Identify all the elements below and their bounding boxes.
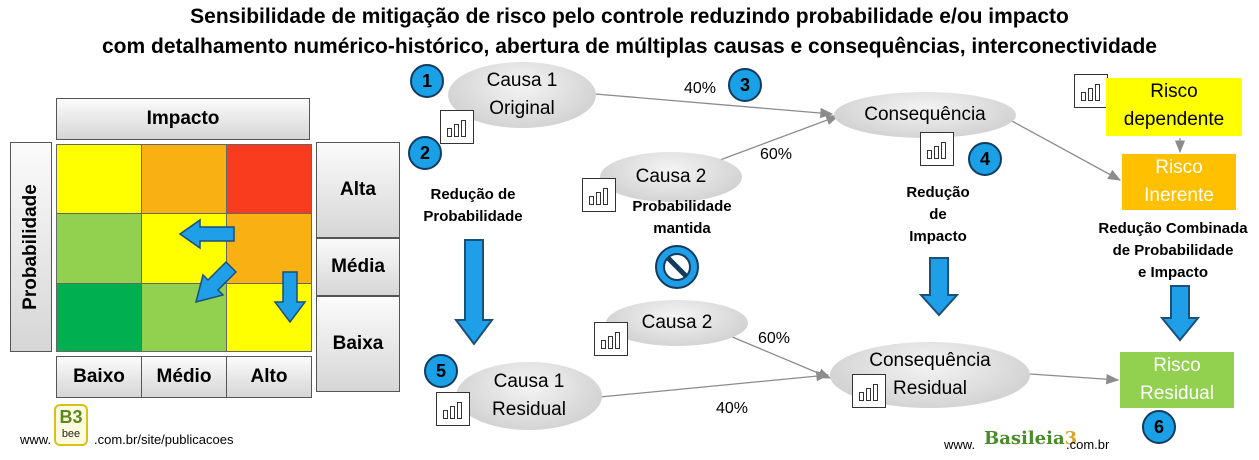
matrix-arrow-left xyxy=(178,218,235,250)
node-causa-1-original-line1: Causa 1 xyxy=(486,70,558,91)
step-badge-6: 6 xyxy=(1142,410,1176,444)
node-consequencia-residual-line1: Consequência xyxy=(869,350,991,371)
bar-chart-icon xyxy=(582,178,616,212)
risk-inerente-line1: Risco xyxy=(1155,157,1203,178)
arrow-reducao-impacto xyxy=(918,257,960,317)
label-probabilidade-mantida-line2: mantida xyxy=(653,220,711,237)
probability-level-media: Média xyxy=(316,238,400,296)
bar-chart-icon xyxy=(594,322,628,356)
bar-chart-icon xyxy=(1074,74,1108,108)
pct-bottom-causa-1: 40% xyxy=(716,400,749,417)
impact-level-baixo: Baixo xyxy=(56,356,142,398)
title-line-2: com detalhamento numérico-histórico, abe… xyxy=(102,35,1157,58)
connector-c1res-consres xyxy=(599,370,830,398)
risk-dependente-line1: Risco xyxy=(1150,81,1198,102)
label-reducao-combinada-line3: e Impacto xyxy=(1137,264,1209,281)
label-reducao-probabilidade-line1: Redução de xyxy=(430,186,516,203)
label-reducao-impacto-line3: Impacto xyxy=(909,228,967,245)
step-badge-3: 3 xyxy=(728,68,762,102)
label-reducao-probabilidade: Redução de Probabilidade xyxy=(408,184,538,228)
arrow-reducao-combinada xyxy=(1159,285,1201,342)
impact-level-medio: Médio xyxy=(141,356,227,398)
bar-chart-icon xyxy=(920,132,954,166)
connector-consres-residual xyxy=(1029,373,1120,385)
risk-residual-box: Risco Residual xyxy=(1120,352,1234,408)
node-causa-2-residual: Causa 2 xyxy=(606,300,748,346)
pct-top-causa-1: 40% xyxy=(684,80,717,97)
connector-c2res-consres xyxy=(729,335,832,379)
arrow-reducao-probabilidade xyxy=(454,239,494,346)
b3bee-logo-mark: B3 xyxy=(59,407,83,427)
step-badge-5: 5 xyxy=(424,354,458,388)
connector-c2-consequencia xyxy=(719,115,840,161)
footer-left-suffix: .com.br/site/publicacoes xyxy=(94,432,234,447)
risk-dependente-box: Risco dependente xyxy=(1106,78,1242,136)
bar-chart-icon xyxy=(436,392,470,426)
impact-header: Impacto xyxy=(56,98,310,140)
label-probabilidade-mantida: Probabilidade mantida xyxy=(620,196,744,240)
node-causa-1-residual-line2: Residual xyxy=(492,399,566,420)
b3bee-logo: B3 bee xyxy=(54,404,88,446)
label-reducao-probabilidade-line2: Probabilidade xyxy=(423,208,523,225)
prohibited-icon xyxy=(655,245,699,289)
pct-top-causa-2: 60% xyxy=(760,146,793,163)
node-causa-1-residual-line1: Causa 1 xyxy=(493,371,565,392)
node-causa-2-line1: Causa 2 xyxy=(635,166,707,187)
node-consequencia: Consequência xyxy=(834,92,1016,138)
pct-bottom-causa-2: 60% xyxy=(758,330,791,347)
node-causa-1-original: Causa 1 Original xyxy=(448,62,596,128)
label-reducao-combinada: Redução Combinada de Probabilidade e Imp… xyxy=(1092,218,1254,284)
connector-consequencia-inerente xyxy=(1009,119,1122,181)
connector-c1-consequencia xyxy=(594,93,834,119)
b3bee-logo-text: bee xyxy=(61,428,81,440)
label-probabilidade-mantida-line1: Probabilidade xyxy=(632,198,732,215)
footer-right-suffix: .com.br xyxy=(1066,437,1110,452)
probability-header: Probabilidade xyxy=(10,142,52,352)
title-line-1: Sensibilidade de mitigação de risco pelo… xyxy=(190,5,1069,28)
bar-chart-icon xyxy=(440,110,474,144)
risk-inerente-box: Risco Inerente xyxy=(1122,154,1236,210)
footer-left-prefix: www. xyxy=(20,432,52,447)
risk-dependente-line2: dependente xyxy=(1123,109,1225,130)
footer-right-prefix: www. xyxy=(944,437,976,452)
step-badge-1: 1 xyxy=(410,64,444,98)
node-causa-2: Causa 2 xyxy=(600,152,742,202)
matrix-arrow-down-left xyxy=(194,260,238,304)
basileia3-logo-num: 3 xyxy=(1064,428,1078,449)
node-consequencia-line1: Consequência xyxy=(864,104,986,125)
matrix-cell-baixa-baixo xyxy=(56,283,142,352)
step-badge-4: 4 xyxy=(968,142,1002,176)
node-causa-1-original-line2: Original xyxy=(489,98,555,119)
step-badge-2: 2 xyxy=(408,136,442,170)
node-consequencia-residual-line2: Residual xyxy=(893,378,967,399)
label-reducao-impacto-line1: Redução xyxy=(906,184,970,201)
label-reducao-impacto: Redução de Impacto xyxy=(886,182,990,248)
node-causa-1-residual: Causa 1 Residual xyxy=(456,362,602,430)
basileia3-logo-text: Basileia xyxy=(984,428,1065,449)
risk-inerente-line2: Inerente xyxy=(1144,185,1214,206)
label-reducao-combinada-line1: Redução Combinada xyxy=(1098,220,1248,237)
probability-level-baixa: Baixa xyxy=(316,296,400,392)
basileia3-logo: Basileia3 xyxy=(984,428,1077,449)
matrix-arrow-down xyxy=(273,271,307,324)
label-reducao-impacto-line2: de xyxy=(929,206,947,223)
impact-level-alto: Alto xyxy=(226,356,312,398)
label-reducao-combinada-line2: de Probabilidade xyxy=(1112,242,1234,259)
risk-residual-line2: Residual xyxy=(1140,383,1214,404)
bar-chart-icon xyxy=(852,374,886,408)
node-causa-2-residual-line1: Causa 2 xyxy=(641,312,713,333)
risk-residual-line1: Risco xyxy=(1153,355,1201,376)
probability-level-alta: Alta xyxy=(316,142,400,238)
